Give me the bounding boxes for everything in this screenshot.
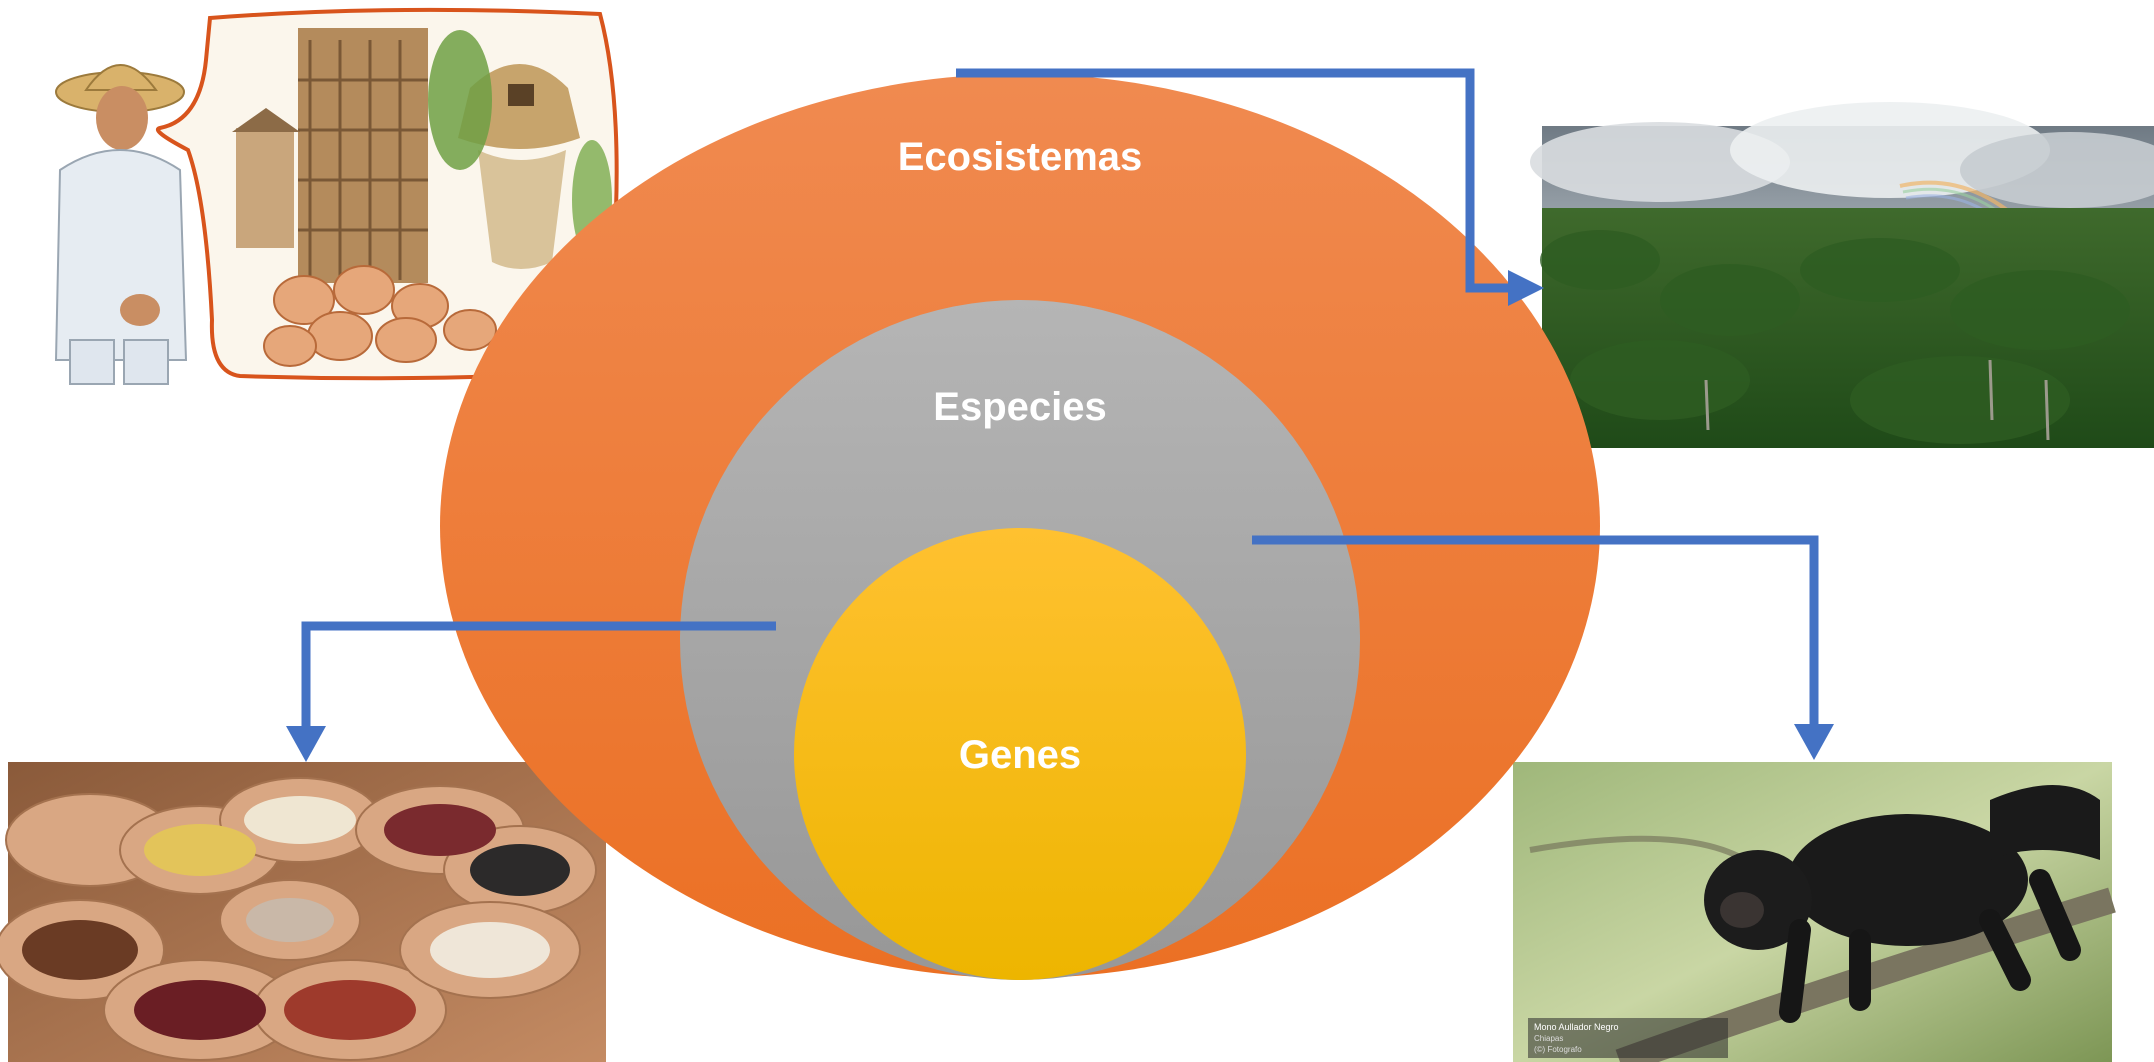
arrow-genes-to-beans: [301, 621, 776, 730]
arrowhead-forest: [1508, 270, 1544, 306]
arrowheads: [286, 270, 1834, 762]
farmer-illustration: [54, 7, 619, 385]
arrow-especies-to-monkey: [1252, 535, 1819, 728]
arrow-ecosistemas-to-forest: [956, 68, 1510, 293]
genes-label: Genes: [959, 733, 1081, 777]
genes-circle: [794, 528, 1246, 980]
monkey-caption-credit: (©) Fotografo: [1534, 1045, 1582, 1054]
monkey-photo: Mono Aullador Negro Chiapas (©) Fotograf…: [1513, 762, 2116, 1062]
monkey-caption-place: Chiapas: [1534, 1034, 1563, 1043]
connector-arrows: [301, 68, 1819, 730]
forest-photo: [1530, 102, 2154, 448]
beans-photo: [0, 762, 606, 1062]
ecosistemas-label: Ecosistemas: [898, 135, 1143, 179]
especies-label: Especies: [933, 385, 1106, 429]
arrowhead-monkey: [1794, 724, 1834, 760]
arrowhead-beans: [286, 726, 326, 762]
monkey-caption-title: Mono Aullador Negro: [1534, 1022, 1619, 1032]
